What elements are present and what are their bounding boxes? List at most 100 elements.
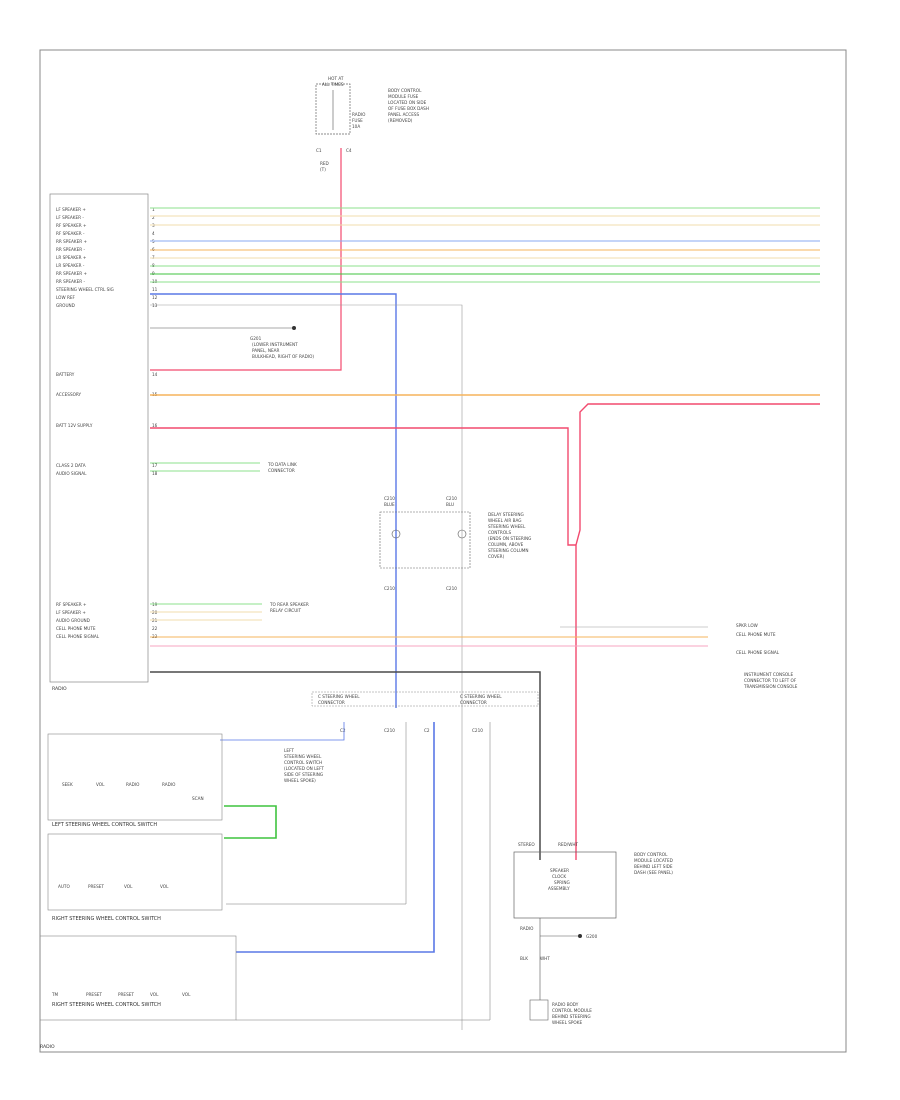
svg-text:RADIO: RADIO — [352, 112, 366, 117]
svg-text:TM: TM — [51, 992, 59, 997]
diagram-frame — [39, 49, 847, 1053]
svg-text:RADIO BODY: RADIO BODY — [552, 1002, 579, 1007]
right-connector-label: CELL PHONE MUTE — [736, 632, 776, 637]
ground-bus-wire — [150, 671, 541, 860]
radio-pin-number: 12 — [152, 295, 158, 300]
low-ref-wire — [150, 304, 463, 1030]
radio-pin-label: STEERING WHEEL CTRL SIG — [56, 287, 114, 292]
radio-pin-label: LR SPEAKER + — [56, 255, 87, 260]
svg-text:SCAN: SCAN — [192, 796, 204, 801]
svg-text:(REMOVED): (REMOVED) — [388, 118, 413, 123]
radio-pin-label: CELL PHONE SIGNAL — [56, 634, 100, 639]
svg-text:OF FUSE BOX DASH: OF FUSE BOX DASH — [388, 106, 429, 111]
radio-pin-number: 18 — [152, 471, 158, 476]
top-fuse-block: HOT AT ALL TIMES RADIO FUSE 10A C1 C4 RE… — [315, 76, 366, 172]
svg-text:C STEERING WHEEL: C STEERING WHEEL — [318, 694, 360, 699]
bottom-ground-note: RADIO G200 BLK WHT RADIO BODY CONTROL MO… — [520, 926, 598, 1025]
svg-text:BLU: BLU — [446, 502, 454, 507]
svg-text:RADIO: RADIO — [162, 782, 176, 787]
lower-speaker-stubs: TO REAR SPEAKER RELAY CIRCUIT — [150, 602, 309, 621]
svg-text:(T): (T) — [320, 167, 326, 172]
low-ref-right — [226, 722, 407, 905]
svg-text:C2: C2 — [340, 728, 346, 733]
svg-text:C210: C210 — [446, 586, 457, 591]
radio-pin-label: LOW REF — [56, 295, 76, 300]
svg-text:BULKHEAD, RIGHT OF RADIO): BULKHEAD, RIGHT OF RADIO) — [252, 354, 314, 359]
svg-text:RED: RED — [320, 161, 329, 166]
radio-pin-label: RF SPEAKER + — [56, 602, 87, 607]
svg-text:WHT: WHT — [540, 956, 550, 961]
radio-pin-number: 2 — [152, 215, 155, 220]
radio-pin-label: RR SPEAKER - — [56, 247, 85, 252]
svg-text:CONNECTOR: CONNECTOR — [268, 468, 295, 473]
steering-connectors: C STEERING WHEEL CONNECTOR C STEERING WH… — [311, 691, 539, 733]
radio-pin-label: CLASS 2 DATA — [56, 463, 86, 468]
svg-text:VOL: VOL — [150, 992, 159, 997]
radio-pin-label: AUDIO GROUND — [56, 618, 90, 623]
svg-text:BODY CONTROL: BODY CONTROL — [388, 88, 422, 93]
radio-pin-number: 13 — [152, 303, 158, 308]
svg-text:SEEK: SEEK — [62, 782, 73, 787]
radio-pin-number: 17 — [152, 463, 158, 468]
svg-text:G201: G201 — [250, 336, 262, 341]
ground-note: G201 (LOWER INSTRUMENT PANEL, NEAR BULKH… — [250, 336, 314, 359]
radio-pin-number: 4 — [152, 231, 155, 236]
right-switch-wire — [236, 722, 435, 953]
svg-text:CONTROLS: CONTROLS — [488, 530, 511, 535]
radio-pin-number: 11 — [152, 287, 158, 292]
low-ref-right2 — [236, 722, 491, 1021]
svg-text:(ENDS ON STEERING: (ENDS ON STEERING — [488, 536, 531, 541]
svg-text:STEREO: STEREO — [518, 842, 535, 847]
svg-text:CONNECTOR: CONNECTOR — [318, 700, 345, 705]
radio-pin-number: 14 — [152, 372, 158, 377]
radio-pin-labels: LF SPEAKER +1LF SPEAKER -2RF SPEAKER +3R… — [56, 207, 158, 639]
right-connector-note: INSTRUMENT CONSOLE CONNECTOR TO LEFT OF … — [743, 672, 798, 689]
svg-text:C210: C210 — [472, 728, 483, 733]
svg-text:SPRING: SPRING — [554, 880, 570, 885]
batt-12v-riser — [575, 403, 820, 860]
svg-text:DASH (SEE PANEL): DASH (SEE PANEL) — [634, 870, 673, 875]
steering-signal-wire — [150, 293, 397, 708]
radio-pin-label: RR SPEAKER + — [56, 271, 87, 276]
footer-label: RADIO — [40, 1044, 55, 1050]
radio-pin-label: LF SPEAKER + — [56, 207, 86, 212]
svg-text:STEERING WHEEL: STEERING WHEEL — [284, 754, 322, 759]
radio-pin-label: ACCESSORY — [56, 392, 82, 397]
svg-text:10A: 10A — [352, 124, 360, 129]
svg-text:HOT AT: HOT AT — [328, 76, 344, 81]
right-connector-label: CELL PHONE SIGNAL — [736, 650, 780, 655]
svg-text:SIDE OF STEERING: SIDE OF STEERING — [284, 772, 323, 777]
svg-text:PRESET: PRESET — [88, 884, 104, 889]
svg-text:C210: C210 — [384, 586, 395, 591]
radio-module-box — [49, 193, 149, 683]
svg-text:INSTRUMENT CONSOLE: INSTRUMENT CONSOLE — [744, 672, 793, 677]
svg-text:WHEEL SPOKE): WHEEL SPOKE) — [284, 778, 316, 783]
svg-text:LEFT: LEFT — [284, 748, 294, 753]
svg-text:BODY CONTROL: BODY CONTROL — [634, 852, 668, 857]
svg-text:C2: C2 — [424, 728, 430, 733]
radio-pin-label: RR SPEAKER - — [56, 279, 85, 284]
switch-box-1: SEEK VOL RADIO RADIO SCAN — [47, 733, 223, 821]
middle-component: C210 BLUE C210 BLU C210 C210 DELAY STEER… — [379, 496, 531, 591]
svg-text:WHEEL SPOKE: WHEEL SPOKE — [552, 1020, 582, 1025]
svg-text:AUTO: AUTO — [58, 884, 70, 889]
radio-pin-label: AUDIO SIGNAL — [56, 471, 87, 476]
svg-text:TO REAR SPEAKER: TO REAR SPEAKER — [269, 602, 309, 607]
svg-text:BEHIND STEERING: BEHIND STEERING — [552, 1014, 591, 1019]
batt-12v-wire — [150, 427, 576, 546]
svg-text:STEERING COLUMN: STEERING COLUMN — [488, 548, 529, 553]
svg-text:(LOWER INSTRUMENT: (LOWER INSTRUMENT — [252, 342, 298, 347]
switch-box-3: TM PRESET PRESET VOL VOL — [39, 935, 237, 1021]
svg-text:CONNECTOR TO LEFT OF: CONNECTOR TO LEFT OF — [744, 678, 797, 683]
radio-pin-number: 16 — [152, 423, 158, 428]
svg-text:ASSEMBLY: ASSEMBLY — [548, 886, 570, 891]
switch-box-2: AUTO PRESET VOL VOL — [47, 833, 223, 911]
svg-text:CONTROL SWITCH: CONTROL SWITCH — [284, 760, 322, 765]
svg-text:DELAY STEERING: DELAY STEERING — [488, 512, 524, 517]
svg-text:SPEAKER: SPEAKER — [550, 868, 569, 873]
svg-text:VOL: VOL — [182, 992, 191, 997]
radio-pin-label: LF SPEAKER - — [56, 215, 84, 220]
svg-text:PANEL, NEAR: PANEL, NEAR — [252, 348, 280, 353]
speaker-unit: SPEAKER CLOCK SPRING ASSEMBLY BODY CONTR… — [513, 842, 673, 919]
